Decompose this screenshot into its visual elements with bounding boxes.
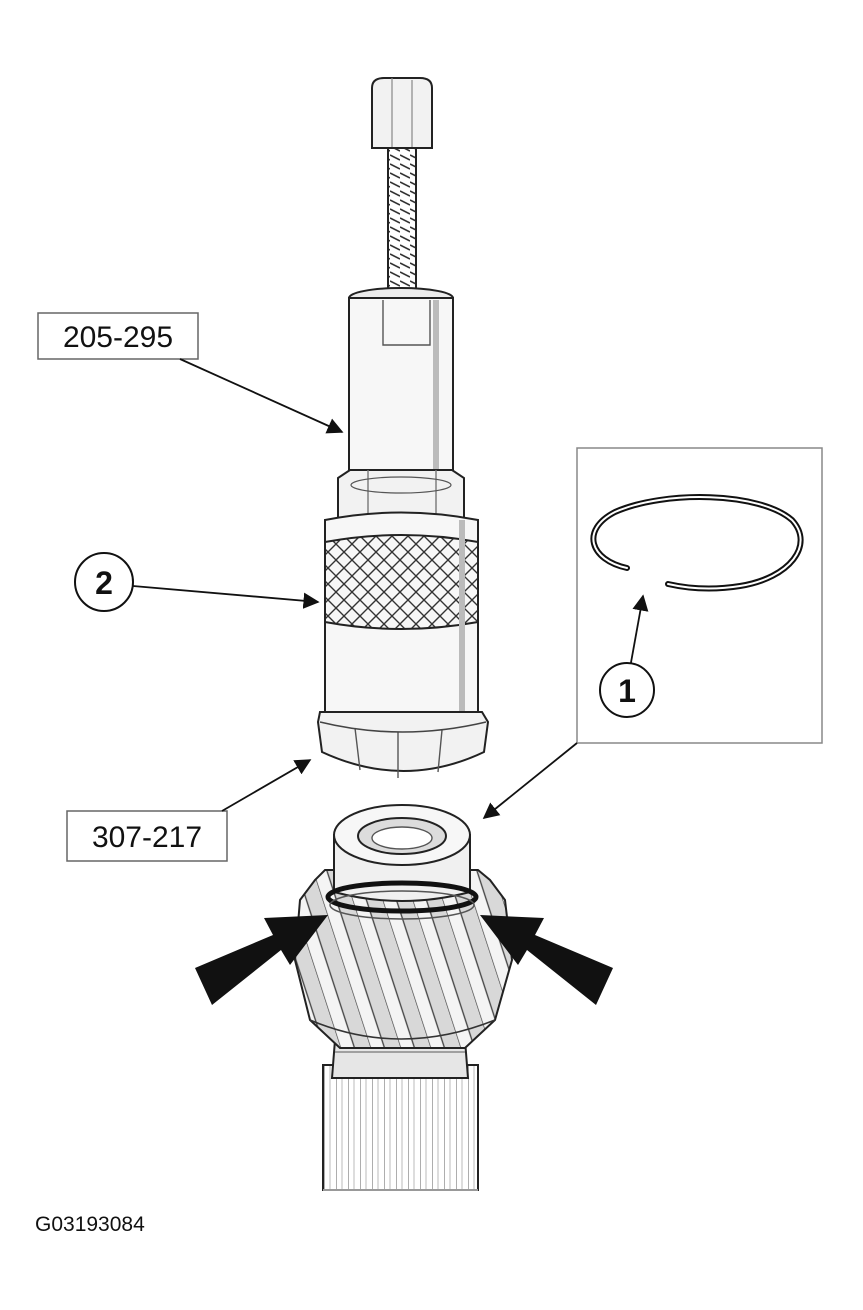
label-205-295: 205-295 bbox=[37, 312, 344, 434]
left-direction-arrow bbox=[195, 915, 328, 1005]
figure-id: G03193084 bbox=[35, 1213, 145, 1236]
svg-text:205-295: 205-295 bbox=[63, 321, 173, 354]
forcing-screw bbox=[371, 77, 433, 299]
tool-sleeve-307-217 bbox=[316, 511, 490, 778]
callout-2: 2 bbox=[95, 565, 113, 601]
arrow-icon bbox=[629, 594, 649, 669]
detail-inset: 1 bbox=[576, 447, 823, 744]
svg-text:307-217: 307-217 bbox=[92, 821, 202, 854]
callout-2-group: 2 bbox=[74, 552, 320, 612]
snap-ring-icon bbox=[590, 494, 804, 592]
output-shaft bbox=[322, 1064, 479, 1191]
bearing bbox=[325, 804, 479, 920]
label-307-217: 307-217 bbox=[66, 759, 312, 862]
inset-leader-arrow bbox=[482, 742, 578, 820]
right-direction-arrow bbox=[480, 915, 613, 1005]
callout-1: 1 bbox=[618, 673, 636, 709]
tool-body-205-295 bbox=[348, 287, 454, 495]
